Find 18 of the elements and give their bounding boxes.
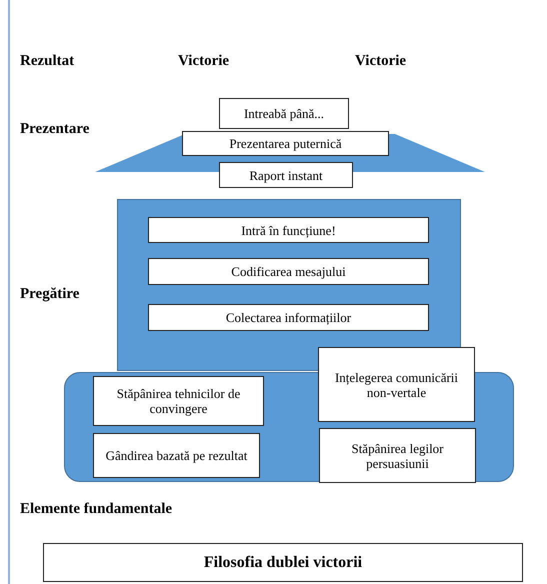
concept-box: Prezentarea puternică xyxy=(182,131,389,156)
concept-box: Stăpânirea legilor persuasiunii xyxy=(319,428,476,483)
concept-box: Raport instant xyxy=(219,162,353,188)
concept-box: Stăpânirea tehnicilor de convingere xyxy=(93,376,264,426)
column-label: Victorie xyxy=(178,52,230,70)
level-label: Elemente fundamentale xyxy=(20,500,172,518)
concept-box: Intră în funcțiune! xyxy=(148,217,429,243)
concept-box: Intreabă până... xyxy=(219,98,349,129)
concept-box: Colectarea informațiilor xyxy=(148,304,429,331)
panel xyxy=(117,199,461,371)
row-label: Rezultat xyxy=(20,52,74,70)
column-label: Victorie xyxy=(355,52,406,70)
concept-box: Ințelegerea comunicării non-vertale xyxy=(318,347,475,422)
concept-box: Gândirea bazată pe rezultat xyxy=(93,433,260,478)
level-label: Pregătire xyxy=(20,285,80,303)
concept-box: Filosofia dublei victorii xyxy=(43,543,523,582)
level-label: Prezentare xyxy=(20,120,90,138)
concept-box: Codificarea mesajului xyxy=(148,258,429,285)
